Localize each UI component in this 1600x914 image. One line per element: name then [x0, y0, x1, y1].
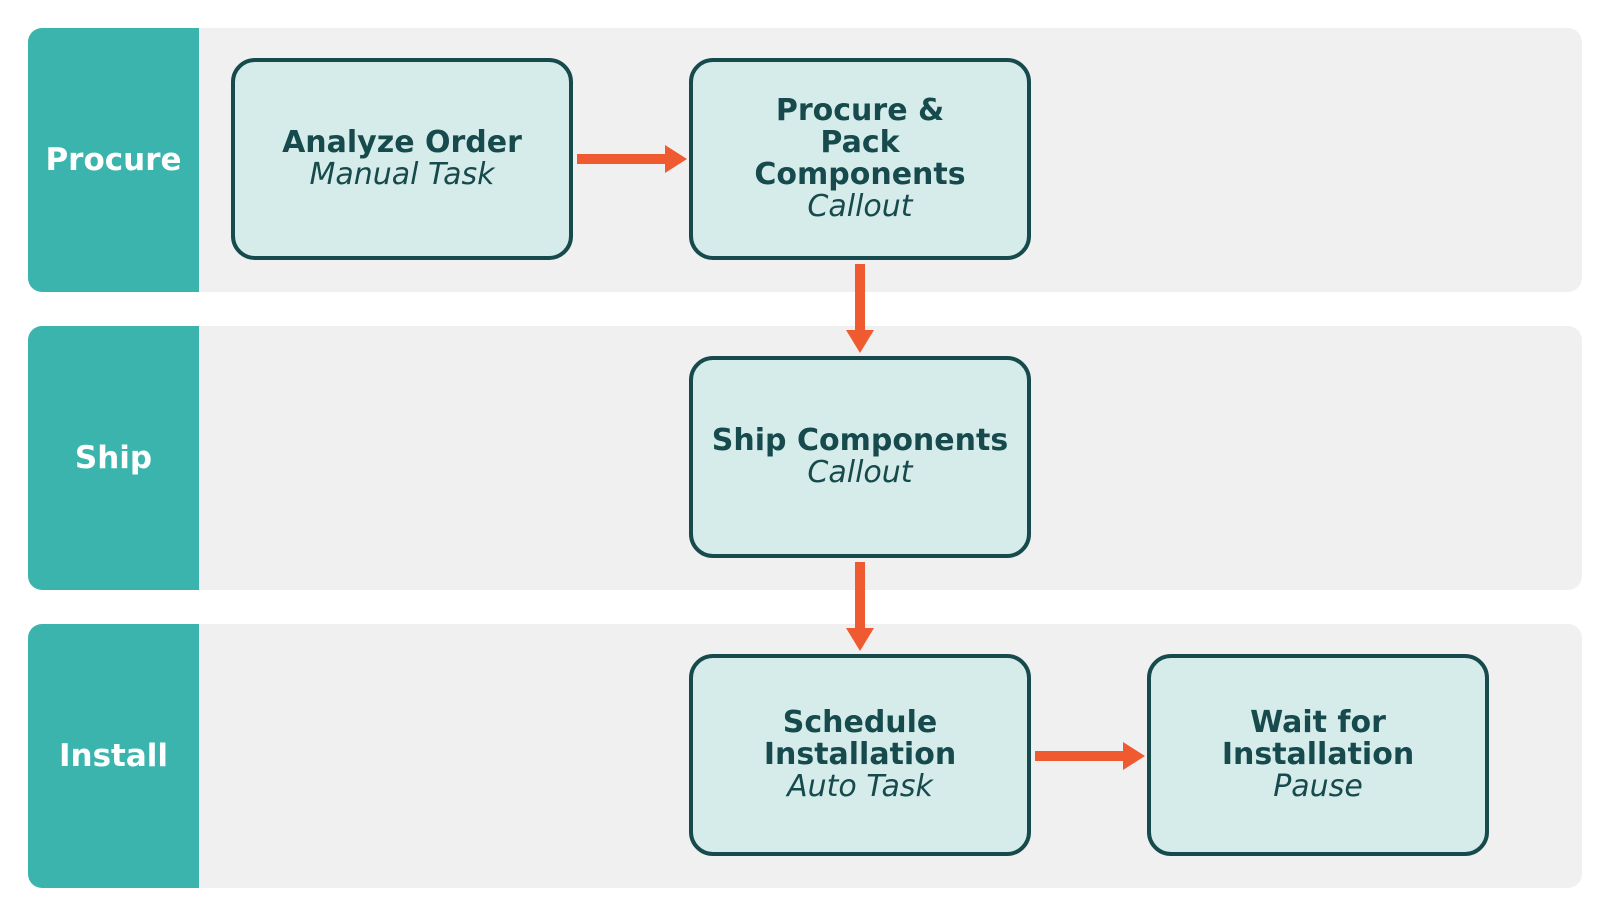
- arrow-schedule-to-wait: [1035, 742, 1145, 770]
- node-wait-for-installation[interactable]: Wait for Installation Pause: [1147, 654, 1489, 856]
- lane-label-procure: Procure: [28, 28, 199, 292]
- node-title: Schedule Installation: [763, 705, 957, 772]
- node-type: Callout: [807, 189, 913, 224]
- node-type: Auto Task: [787, 769, 933, 804]
- arrow-ship-to-schedule: [846, 562, 874, 651]
- node-title: Wait for Installation: [1221, 705, 1415, 772]
- node-procure-pack-components[interactable]: Procure & Pack Components Callout: [689, 58, 1031, 260]
- arrow-procure-to-ship: [846, 264, 874, 353]
- node-title: Analyze Order: [282, 125, 522, 160]
- node-type: Callout: [807, 455, 913, 490]
- lane-label-install: Install: [28, 624, 199, 888]
- node-title: Procure & Pack Components: [754, 93, 966, 192]
- node-ship-components[interactable]: Ship Components Callout: [689, 356, 1031, 558]
- node-schedule-installation[interactable]: Schedule Installation Auto Task: [689, 654, 1031, 856]
- arrow-analyze-to-procure: [577, 145, 687, 173]
- node-title: Ship Components: [711, 423, 1009, 458]
- node-type: Pause: [1273, 769, 1363, 804]
- lane-label-ship: Ship: [28, 326, 199, 590]
- node-analyze-order[interactable]: Analyze Order Manual Task: [231, 58, 573, 260]
- node-type: Manual Task: [309, 157, 495, 192]
